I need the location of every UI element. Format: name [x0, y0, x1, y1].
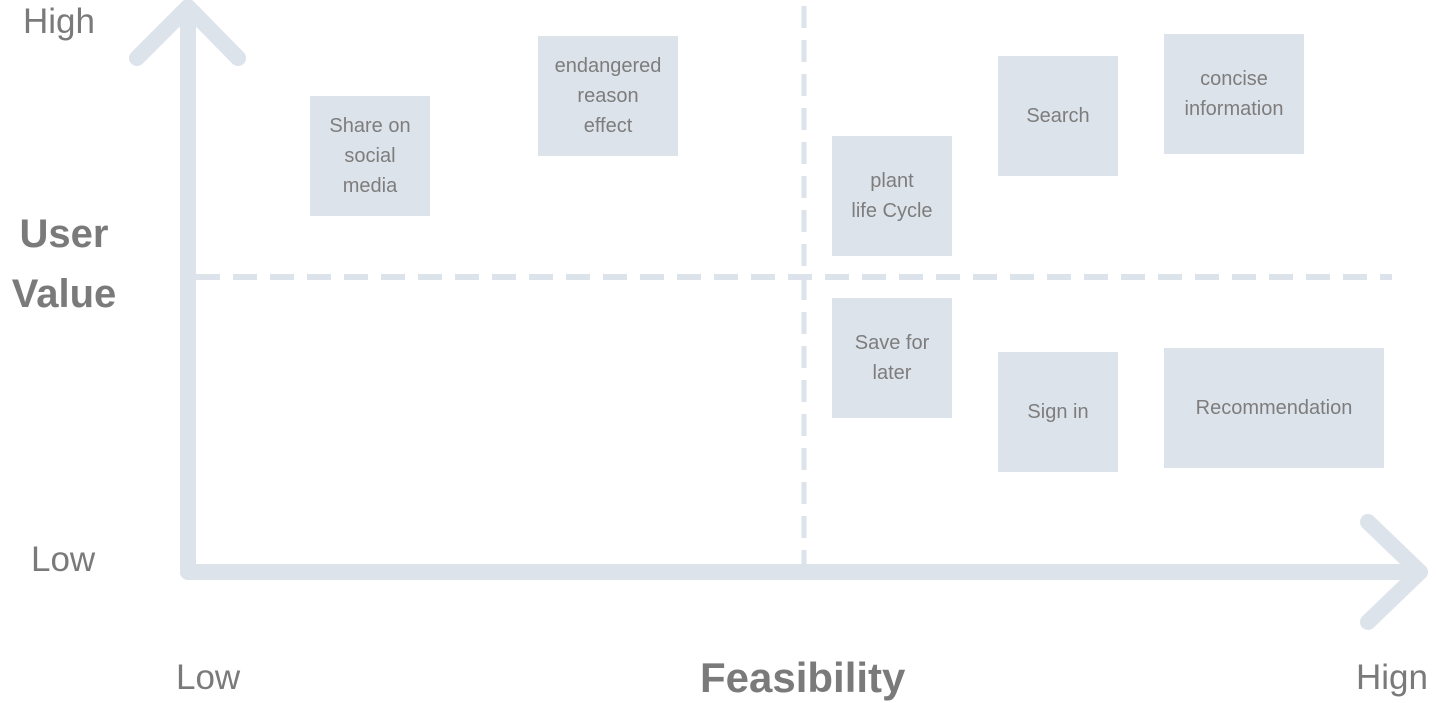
x-low-label: Low: [176, 658, 241, 697]
y-axis-title-line-1: User: [19, 212, 109, 256]
x-axis-title: Feasibility: [700, 654, 906, 701]
y-axis-title-line-2: Value: [11, 272, 117, 316]
y-high-label: High: [23, 2, 95, 41]
y-axis-arrowhead: [129, 0, 246, 66]
note-plant-life-cycle[interactable]: plant life Cycle: [832, 136, 952, 256]
note-label: Recommendation: [1195, 397, 1353, 419]
note-search[interactable]: Search: [998, 56, 1118, 176]
note-label: Sign in: [1027, 401, 1089, 423]
note-sign-in[interactable]: Sign in: [998, 352, 1118, 472]
x-axis-arrowhead: [1360, 514, 1428, 630]
y-axis-title: User Value: [0, 204, 128, 324]
y-low-label: Low: [31, 540, 96, 579]
note-label: plant life Cycle: [851, 170, 933, 222]
note-save-for-later[interactable]: Save for later: [832, 298, 952, 418]
note-label: Share on social media: [329, 115, 411, 197]
note-share-on-social-media[interactable]: Share on social media: [310, 96, 430, 216]
note-recommendation[interactable]: Recommendation: [1164, 348, 1384, 468]
note-endangered-reason-effect[interactable]: endangered reason effect: [538, 36, 678, 156]
note-label: endangered reason effect: [554, 55, 662, 137]
note-label: Search: [1026, 105, 1090, 127]
x-high-label: Hign: [1356, 658, 1428, 697]
note-concise-information[interactable]: concise information: [1164, 34, 1304, 154]
note-label: Save for later: [854, 332, 930, 384]
note-label: concise information: [1184, 68, 1284, 120]
